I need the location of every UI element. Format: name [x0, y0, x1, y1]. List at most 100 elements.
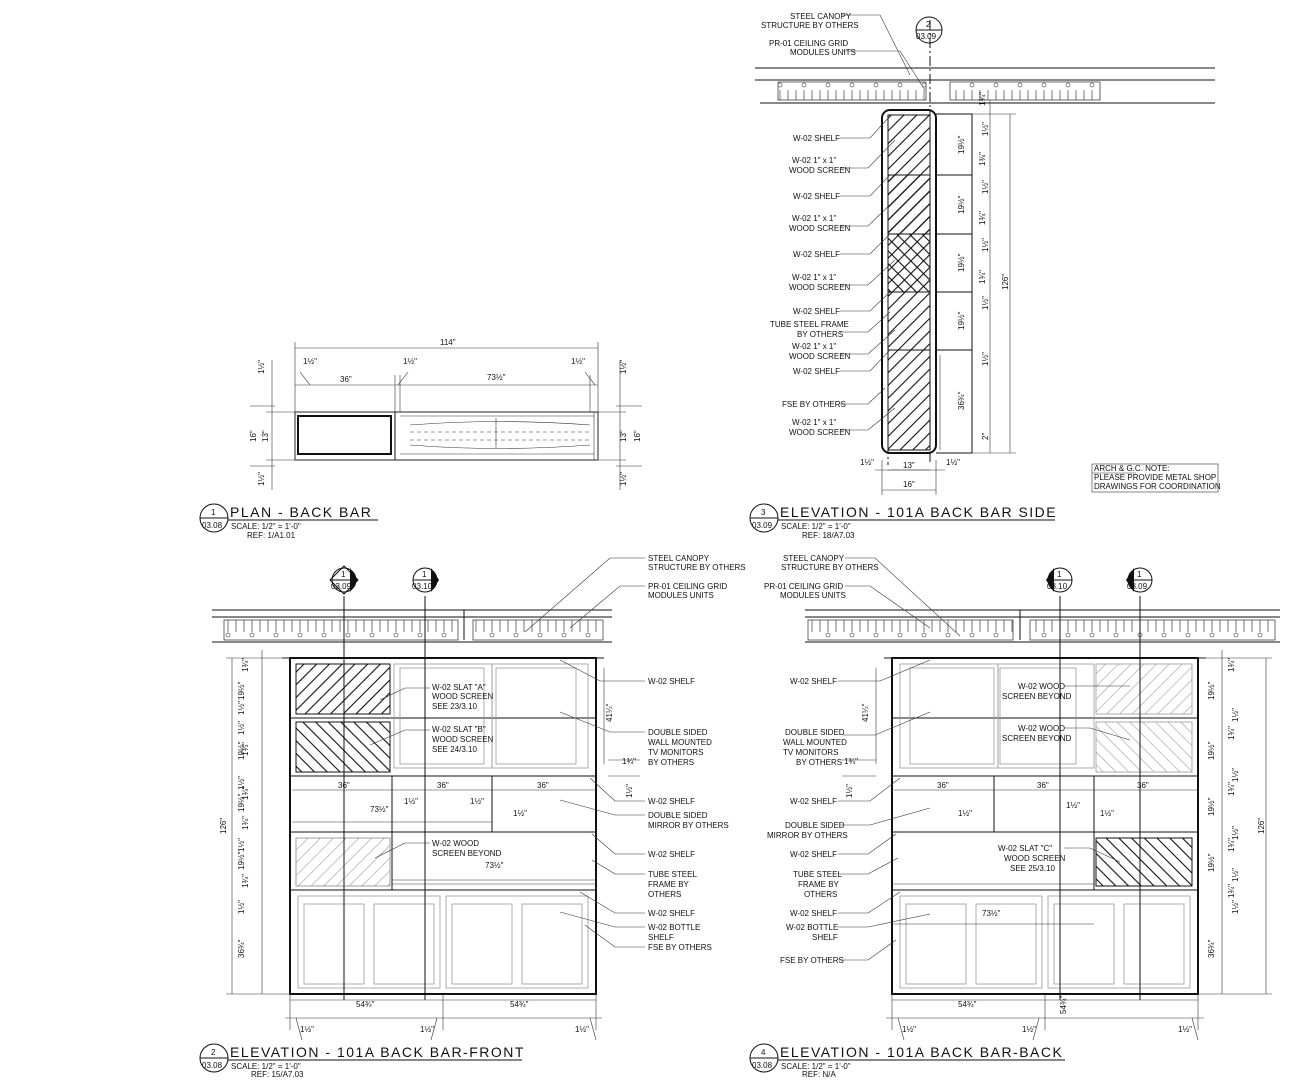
side-label: W-02 SHELF — [793, 250, 840, 259]
back-label: W-02 SHELF — [790, 850, 837, 859]
back-dim: 1¾" — [1227, 658, 1236, 672]
back-dim: 1½" — [1178, 1025, 1192, 1034]
front-dim: 36" — [338, 781, 350, 790]
back-label: WALL MOUNTED — [783, 738, 847, 747]
plan-dim: 16" — [633, 430, 642, 442]
view-sheet: 03.08 — [202, 521, 223, 530]
view-title: ELEVATION - 101A BACK BAR SIDE — [780, 504, 1057, 520]
side-title-block: 3 03.09 ELEVATION - 101A BACK BAR SIDE S… — [749, 503, 1057, 540]
back-label: SHELF — [812, 933, 838, 942]
side-label: STRUCTURE BY OTHERS — [761, 21, 859, 30]
plan-dim: 16" — [249, 430, 258, 442]
view-sheet: 03.08 — [752, 1061, 773, 1070]
back-dim: 73½" — [982, 909, 1001, 918]
front-label: SHELF — [648, 933, 674, 942]
back-leaders — [838, 557, 1131, 961]
front-dim: 1½" — [625, 784, 634, 798]
plan-dim: 36" — [340, 375, 352, 384]
back-dim: 19½" — [1207, 797, 1216, 816]
plan-dim: 13" — [619, 430, 628, 442]
back-labels: STEEL CANOPY STRUCTURE BY OTHERS PR-01 C… — [764, 554, 1072, 965]
back-label: OTHERS — [804, 890, 837, 899]
side-label: PR-01 CEILING GRID — [769, 39, 848, 48]
back-dim: 1½" — [1231, 768, 1240, 782]
back-dim: 19½" — [1207, 681, 1216, 700]
front-label: W-02 BOTTLE — [648, 923, 700, 932]
front-label: SCREEN BEYOND — [432, 849, 502, 858]
front-label: PR-01 CEILING GRID — [648, 582, 727, 591]
back-dim: 1¾" — [1227, 782, 1236, 796]
back-bubble-number: 1 — [1057, 570, 1062, 579]
side-dim: 1½" — [981, 352, 990, 366]
plan-view: 114" 1½" 1½" 1½" 36" 73½" 1½" 13" 16" 1½… — [199, 338, 642, 540]
view-ref: REF: 18/A7.03 — [802, 531, 855, 540]
view-sheet: 03.08 — [202, 1061, 223, 1070]
plan-dim: 1½" — [619, 472, 628, 486]
view-ref: REF: 1/A1.01 — [247, 531, 296, 540]
side-label: MODULES UNITS — [790, 48, 856, 57]
side-dim: 1¾" — [978, 270, 987, 284]
view-scale: SCALE: 1/2" = 1'-0" — [231, 522, 301, 531]
back-dim: 36" — [1037, 781, 1049, 790]
back-elevation-view: 1 03.10 1 03.09 STEEL CANOPY STRUCTURE B… — [749, 554, 1280, 1079]
front-dim: 1½" — [404, 797, 418, 806]
view-title: ELEVATION - 101A BACK BAR-BACK — [780, 1044, 1063, 1060]
front-dim: 1¾" — [241, 742, 250, 756]
back-label: W-02 WOOD — [1018, 682, 1065, 691]
back-label: W-02 SHELF — [790, 797, 837, 806]
back-dim: 1½" — [1231, 826, 1240, 840]
view-title: PLAN - BACK BAR — [230, 504, 372, 520]
side-dim: 1½" — [860, 458, 874, 467]
back-dim: 1½" — [1231, 868, 1240, 882]
back-label: W-02 WOOD — [1018, 724, 1065, 733]
side-label: W-02 1" x 1" — [792, 156, 836, 165]
side-dim: 16" — [903, 480, 915, 489]
back-dim: 1½" — [1022, 1025, 1036, 1034]
side-label: W-02 SHELF — [793, 192, 840, 201]
back-dim: 1¾" — [1227, 838, 1236, 852]
plan-dim: 1½" — [403, 357, 417, 366]
side-label: STEEL CANOPY — [790, 12, 852, 21]
front-dim: 19½" — [237, 681, 246, 700]
front-dim: 19½" — [237, 851, 246, 870]
side-dim: 1¾" — [978, 92, 987, 106]
front-leaders — [369, 557, 645, 948]
back-label: SCREEN BEYOND — [1002, 692, 1072, 701]
side-dim: 2" — [981, 433, 990, 440]
side-dim: 1½" — [946, 458, 960, 467]
back-dim: 1½" — [1100, 809, 1114, 818]
back-title-block: 4 03.08 ELEVATION - 101A BACK BAR-BACK S… — [749, 1043, 1065, 1079]
back-dim-tall: 126" — [1257, 818, 1266, 834]
plan-dim: 1½" — [257, 360, 266, 374]
back-bubble-sheet: 03.10 — [1047, 582, 1068, 591]
view-ref: REF: N/A — [802, 1070, 836, 1079]
front-label: TUBE STEEL — [648, 870, 697, 879]
front-dim: 1¾" — [241, 658, 250, 672]
plan-dim-overall: 114" — [440, 338, 456, 347]
front-label: FSE BY OTHERS — [648, 943, 712, 952]
front-label: MIRROR BY OTHERS — [648, 821, 729, 830]
plan-title-block: 1 03.08 PLAN - BACK BAR SCALE: 1/2" = 1'… — [199, 503, 378, 540]
front-label: STEEL CANOPY — [648, 554, 710, 563]
view-sheet: 03.09 — [752, 521, 773, 530]
back-bubble-number: 1 — [1137, 570, 1142, 579]
side-dim: 1¾" — [978, 211, 987, 225]
front-title-block: 2 03.08 ELEVATION - 101A BACK BAR-FRONT … — [199, 1043, 523, 1079]
front-labels: STEEL CANOPY STRUCTURE BY OTHERS PR-01 C… — [432, 554, 746, 952]
front-bubble-sheet: 03.09 — [331, 582, 352, 591]
view-number: 2 — [211, 1048, 216, 1057]
front-dim: 19½" — [237, 793, 246, 812]
back-label: SCREEN BEYOND — [1002, 734, 1072, 743]
front-label: DOUBLE SIDED — [648, 811, 708, 820]
front-dim: 1½" — [237, 838, 246, 852]
front-dim: 1½" — [237, 776, 246, 790]
front-label: WALL MOUNTED — [648, 738, 712, 747]
front-label: OTHERS — [648, 890, 681, 899]
back-dim: 1¾" — [1227, 884, 1236, 898]
plan-dim: 73½" — [487, 373, 506, 382]
front-label: W-02 SLAT "B" — [432, 725, 486, 734]
front-dim-tall: 126" — [219, 818, 228, 834]
side-bubble-number: 2 — [926, 20, 931, 29]
side-label: WOOD SCREEN — [789, 428, 851, 437]
